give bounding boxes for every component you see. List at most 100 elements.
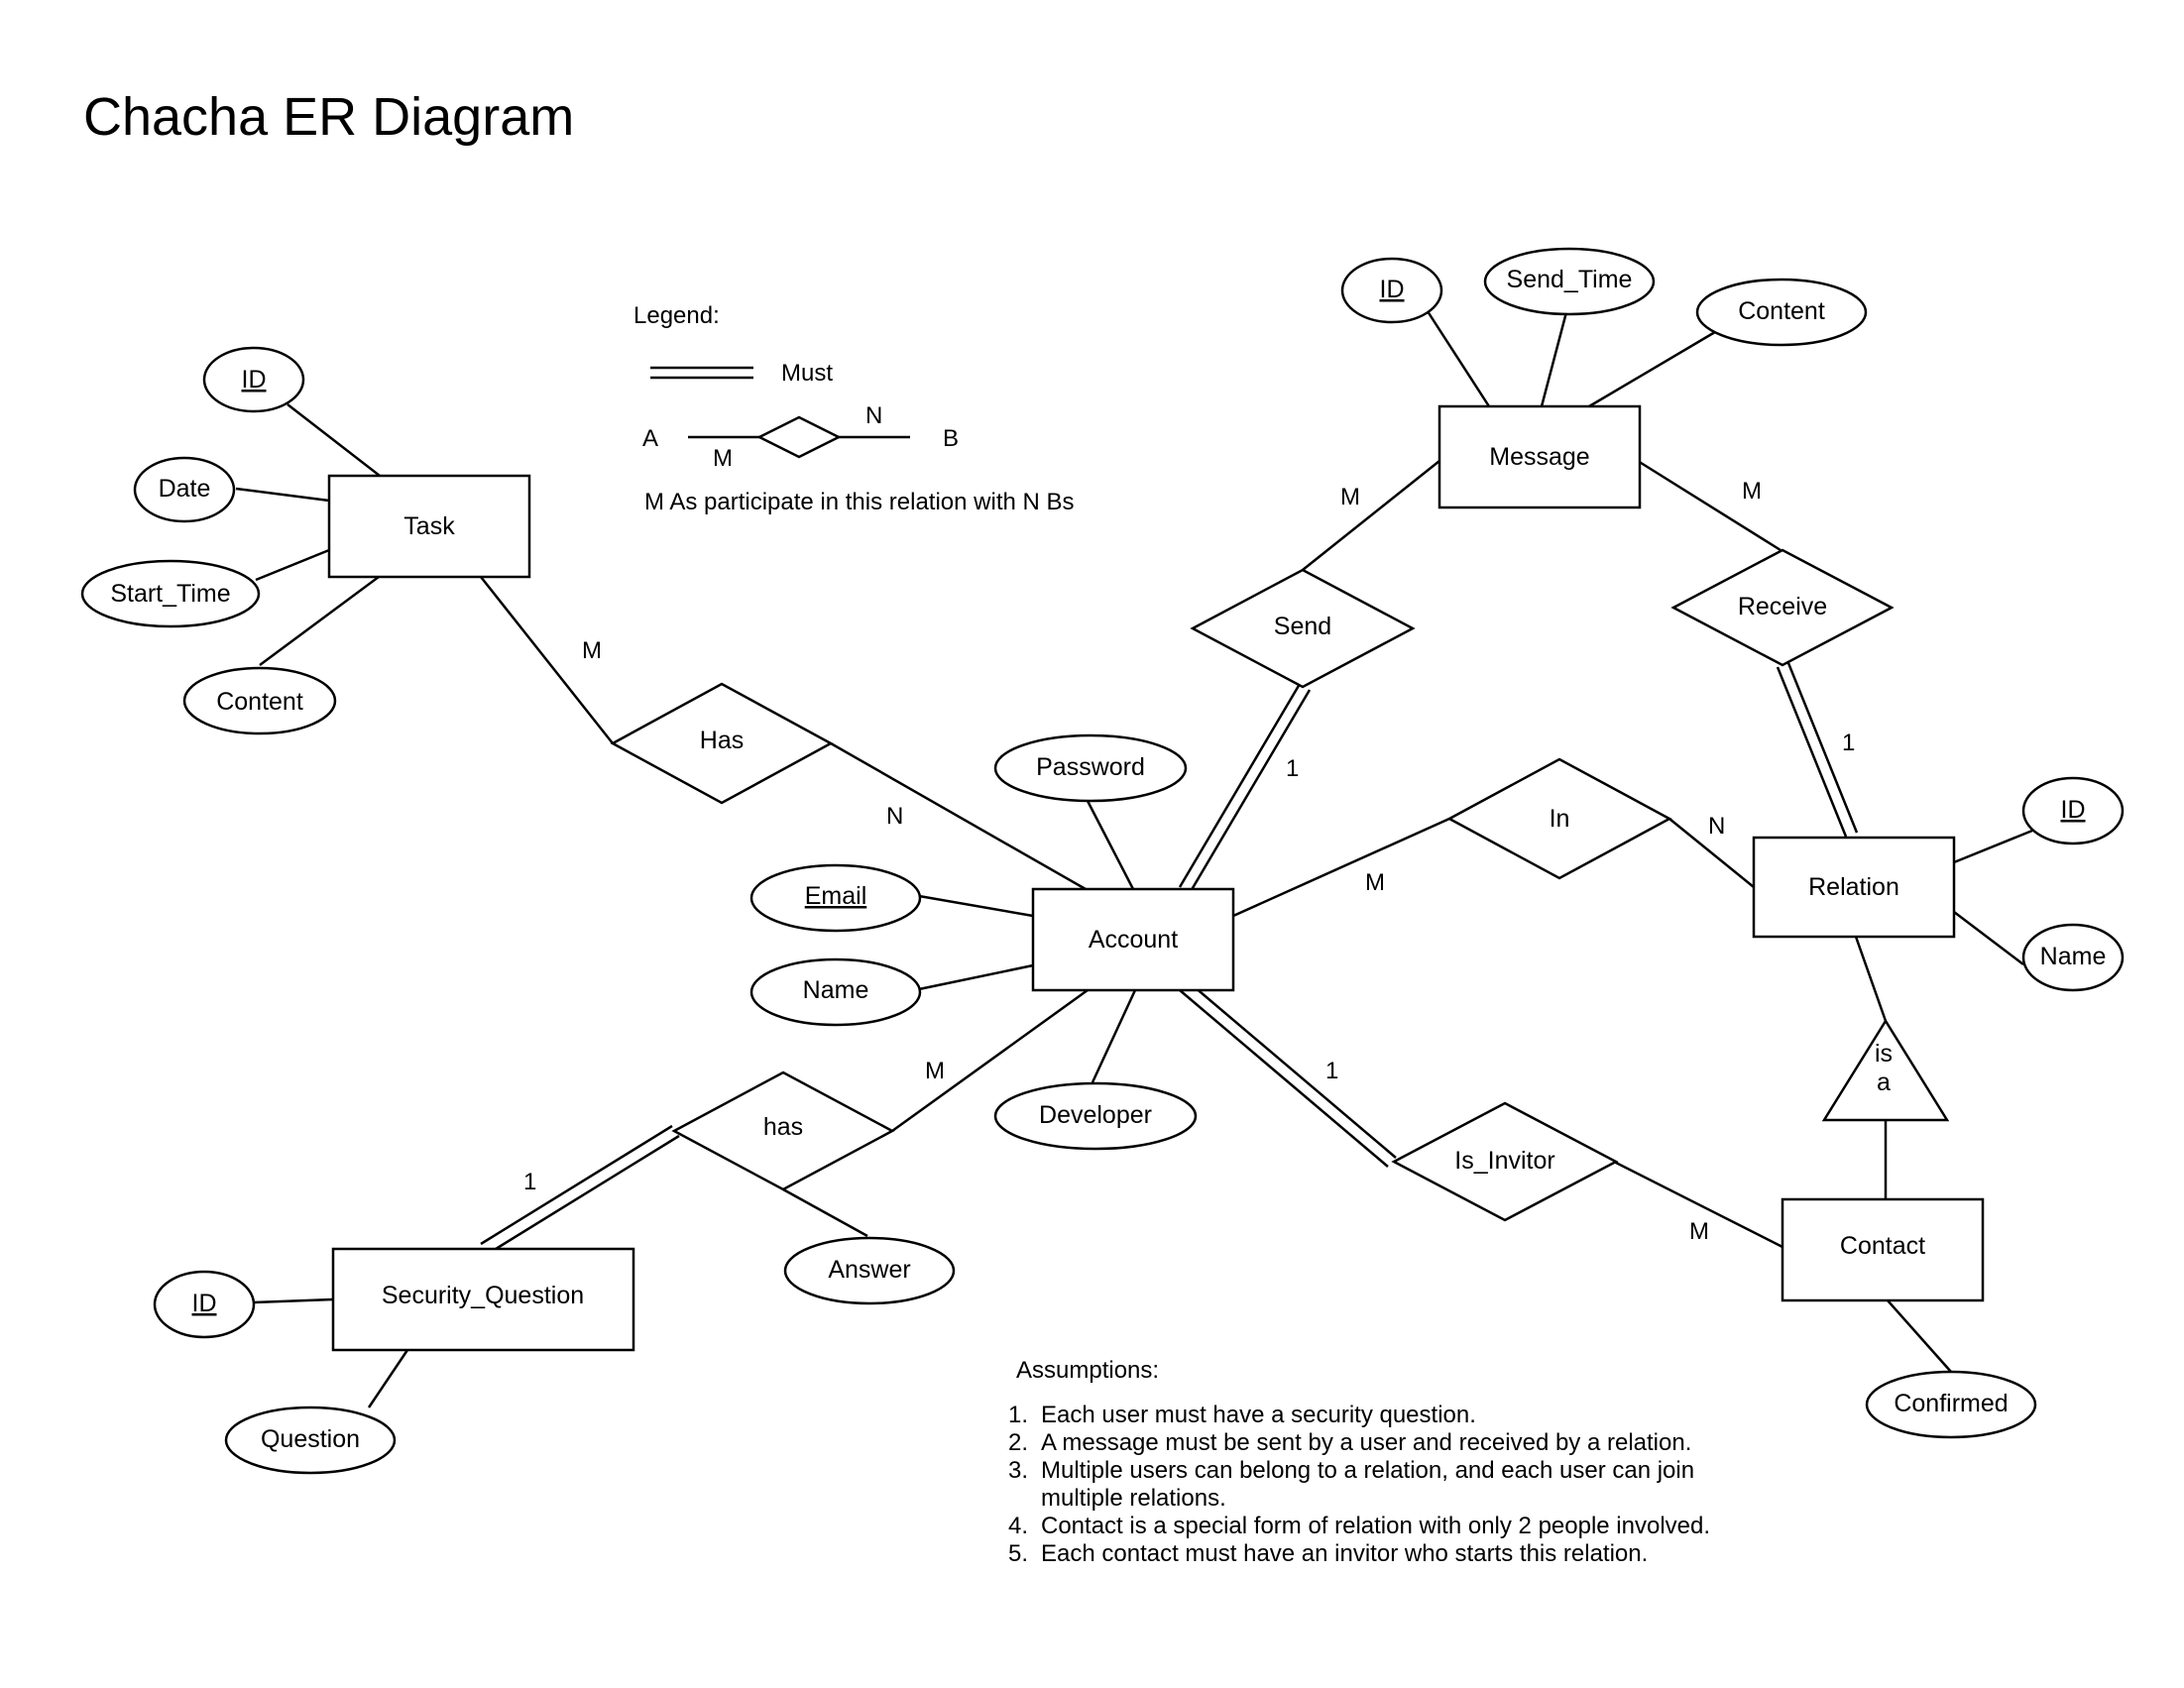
card-in-relation: N xyxy=(1708,813,1725,840)
attribute-contact-confirmed-label: Confirmed xyxy=(1894,1390,2008,1417)
attribute-account-name: Name xyxy=(749,957,922,1027)
isa-triangle: is a xyxy=(1821,1018,1950,1122)
legend-description: M As participate in this relation with N… xyxy=(644,489,1075,515)
edge-account-invitor-b xyxy=(1187,980,1397,1159)
edge-hassec-secq-a xyxy=(480,1124,673,1246)
edge-relation-id xyxy=(1953,829,2033,864)
attribute-task-starttime: Start_Time xyxy=(80,559,261,628)
edge-account-password xyxy=(1086,800,1135,890)
legend-entity-b: B xyxy=(943,425,959,452)
assumption-text-3a: Multiple users can belong to a relation,… xyxy=(1041,1457,1694,1484)
legend-must-label: Must xyxy=(781,360,833,387)
edges xyxy=(235,307,2033,1408)
edge-secq-question xyxy=(367,1349,409,1408)
assumption-text-4: Contact is a special form of relation wi… xyxy=(1041,1513,1710,1539)
edge-send-account-b xyxy=(1188,689,1312,894)
edge-account-email xyxy=(918,894,1034,918)
legend-heading: Legend: xyxy=(633,302,720,329)
edge-message-sendtime xyxy=(1540,311,1568,407)
assumption-text-1: Each user must have a security question. xyxy=(1041,1402,1476,1428)
legend-card-n: N xyxy=(865,402,882,429)
card-receive-relation: 1 xyxy=(1842,730,1855,756)
attribute-relation-id: ID xyxy=(2021,776,2125,845)
attribute-relation-name-label: Name xyxy=(2040,943,2107,970)
rel-has-task-label: Has xyxy=(700,727,744,754)
attribute-message-sendtime-label: Send_Time xyxy=(1507,266,1633,293)
edge-account-hassec xyxy=(891,988,1089,1133)
edge-account-name xyxy=(918,963,1034,991)
rel-has-security: has xyxy=(671,1070,895,1191)
rel-is-invitor: Is_Invitor xyxy=(1391,1101,1619,1222)
rel-is-invitor-label: Is_Invitor xyxy=(1454,1147,1554,1175)
attribute-contact-confirmed: Confirmed xyxy=(1865,1370,2037,1439)
edge-message-id xyxy=(1424,307,1491,407)
isa-label-line1: is xyxy=(1875,1040,1893,1068)
attribute-account-developer: Developer xyxy=(993,1081,1198,1151)
edge-contact-confirmed xyxy=(1887,1299,1952,1373)
edge-in-relation xyxy=(1668,818,1755,888)
edge-relation-isa xyxy=(1854,936,1888,1022)
attribute-account-developer-label: Developer xyxy=(1039,1101,1152,1129)
entity-task-label: Task xyxy=(403,512,455,540)
entity-account-label: Account xyxy=(1089,926,1178,954)
edge-send-account-a xyxy=(1178,683,1302,888)
attribute-task-date: Date xyxy=(133,456,236,523)
legend-entity-a: A xyxy=(642,425,658,452)
assumptions-heading: Assumptions: xyxy=(1016,1357,1159,1384)
edge-receive-relation-b xyxy=(1786,662,1859,834)
attribute-message-content: Content xyxy=(1695,278,1868,347)
card-hassec-secq: 1 xyxy=(523,1169,536,1195)
entity-account: Account xyxy=(1031,887,1235,992)
attribute-has-answer: Answer xyxy=(783,1236,956,1305)
card-account-in: M xyxy=(1365,869,1385,896)
assumption-num-3: 3. xyxy=(1008,1457,1028,1484)
attribute-account-password-label: Password xyxy=(1036,753,1145,781)
card-account-hassec: M xyxy=(925,1058,945,1084)
edge-task-starttime xyxy=(255,548,330,582)
attribute-secq-id: ID xyxy=(153,1270,256,1339)
edge-account-in xyxy=(1232,817,1450,918)
rel-has-security-label: has xyxy=(763,1113,803,1141)
rel-has-task: Has xyxy=(610,682,834,805)
attribute-task-id-label: ID xyxy=(242,366,267,394)
card-task-has: M xyxy=(582,637,602,664)
rel-in-label: In xyxy=(1550,805,1570,833)
legend: Legend: Must A B M N M As participate in… xyxy=(633,302,1075,515)
legend-card-m: M xyxy=(713,445,733,472)
attribute-message-id: ID xyxy=(1340,257,1443,324)
attribute-secq-question: Question xyxy=(224,1406,397,1475)
entity-contact-label: Contact xyxy=(1840,1232,1925,1260)
card-message-receive: M xyxy=(1742,478,1762,505)
card-send-account: 1 xyxy=(1286,755,1299,782)
cardinality-labels: M N M 1 M 1 M N M 1 1 M xyxy=(523,478,1855,1245)
attribute-task-content-label: Content xyxy=(216,688,303,716)
isa-label-line2: a xyxy=(1877,1069,1891,1096)
entity-message-label: Message xyxy=(1489,443,1589,471)
card-account-invitor: 1 xyxy=(1325,1058,1338,1084)
entity-contact: Contact xyxy=(1781,1197,1985,1302)
rel-receive-label: Receive xyxy=(1738,593,1827,620)
entity-message: Message xyxy=(1437,404,1642,509)
attribute-secq-question-label: Question xyxy=(261,1425,360,1453)
assumption-num-5: 5. xyxy=(1008,1540,1028,1567)
entity-security-question-label: Security_Question xyxy=(382,1282,584,1309)
assumption-num-4: 4. xyxy=(1008,1513,1028,1539)
diagram-title: Chacha ER Diagram xyxy=(83,87,574,147)
edge-message-receive xyxy=(1637,459,1782,552)
assumption-num-2: 2. xyxy=(1008,1429,1028,1456)
card-has-account: N xyxy=(886,803,903,830)
attribute-relation-name: Name xyxy=(2021,923,2125,992)
attribute-account-password: Password xyxy=(993,733,1188,803)
attribute-message-id-label: ID xyxy=(1380,276,1405,303)
card-message-send: M xyxy=(1340,484,1360,510)
edge-hassec-secq-b xyxy=(487,1134,680,1256)
attribute-message-sendtime: Send_Time xyxy=(1483,247,1656,316)
card-invitor-contact: M xyxy=(1689,1218,1709,1245)
attribute-task-id: ID xyxy=(202,346,305,413)
attribute-account-name-label: Name xyxy=(803,976,869,1004)
rel-receive: Receive xyxy=(1670,548,1895,667)
attribute-account-email-label: Email xyxy=(805,882,867,910)
edge-invitor-contact xyxy=(1613,1160,1783,1249)
edge-has-account xyxy=(830,741,1087,891)
